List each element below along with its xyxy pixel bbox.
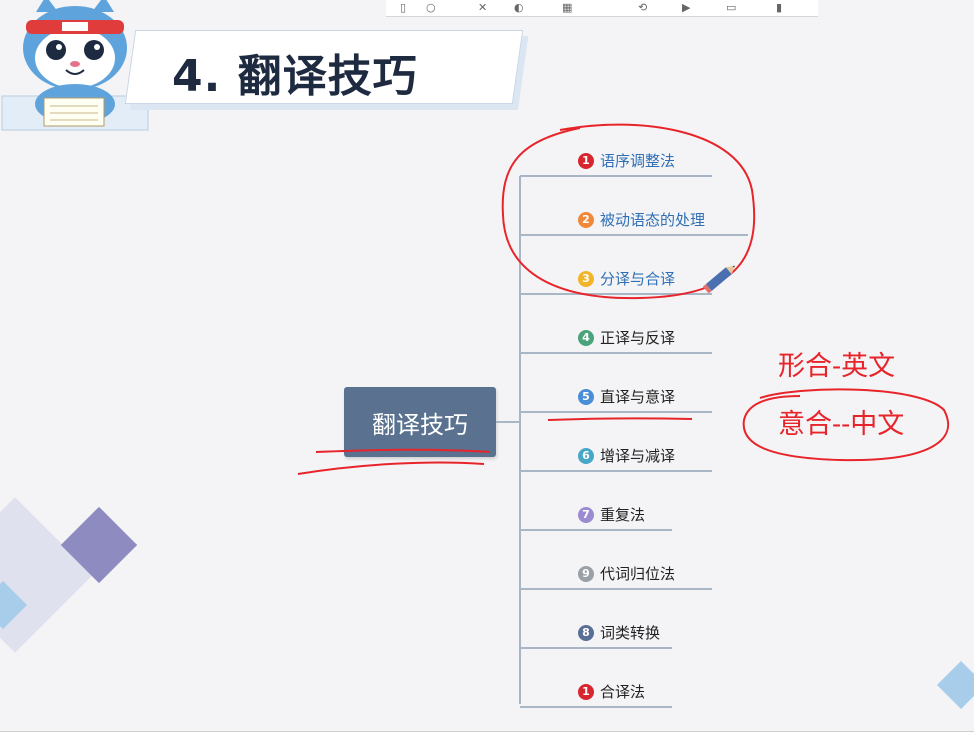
branch-label-group: 2 被动语态的处理 [578,209,705,230]
mindmap-branch[interactable]: 4 正译与反译 [520,324,712,354]
branch-label-group: 6 增译与减译 [578,445,675,466]
mindmap-root[interactable]: 翻译技巧 [344,387,496,457]
number-badge-icon: 7 [578,506,594,523]
branch-label-group: 9 代词归位法 [578,563,675,584]
mindmap-branch[interactable]: 8 词类转换 [520,619,672,649]
toolbar-icon[interactable]: ▯ [400,1,407,14]
branch-label: 直译与意译 [600,388,676,406]
branch-label-group: 1 合译法 [578,681,645,702]
branch-label-group: 8 词类转换 [578,622,660,643]
branch-label-group: 5 直译与意译 [578,386,675,407]
toolbar-icon[interactable]: ▶ [682,1,691,14]
ink-underline-root-2 [297,461,485,475]
branch-underline [520,175,712,177]
branch-underline [520,352,712,354]
mindmap-branch[interactable]: 3 分译与合译 [520,265,712,295]
number-badge-icon: 6 [578,447,594,464]
mindmap-branch[interactable]: 9 代词归位法 [520,560,712,590]
branch-underline [520,411,712,413]
annotation-line-2: 意合--中文 [778,409,905,440]
toolbar-icon[interactable]: ✕ [478,1,488,14]
root-connector [496,421,520,423]
branch-label: 增译与减译 [600,447,676,465]
mindmap-branch[interactable]: 1 语序调整法 [520,147,712,177]
mindmap-branch[interactable]: 7 重复法 [520,501,672,531]
mascot-cat-icon [1,0,149,131]
toolbar-icon[interactable]: ▭ [726,1,737,14]
branch-label: 词类转换 [600,624,661,642]
decor-diamond-left [0,497,93,653]
toolbar-icon[interactable]: ⟲ [638,1,648,14]
number-badge-icon: 8 [578,624,594,641]
mindmap-branch[interactable]: 1 合译法 [520,678,672,708]
branch-label-group: 4 正译与反译 [578,327,675,348]
toolbar-icon[interactable]: ▦ [562,1,573,14]
page-title: 4. 翻译技巧 [172,51,418,102]
number-badge-icon: 3 [578,270,594,287]
branch-underline [520,293,712,295]
number-badge-icon: 1 [578,683,594,700]
mindmap-branch[interactable]: 5 直译与意译 [520,383,712,413]
branch-underline [520,470,712,472]
branch-label: 代词归位法 [600,565,676,583]
mindmap-spine [519,176,521,704]
branch-label-group: 1 语序调整法 [578,150,675,171]
mindmap-branch[interactable]: 2 被动语态的处理 [520,206,748,236]
branch-label: 分译与合译 [600,270,676,288]
number-badge-icon: 9 [578,565,594,582]
number-badge-icon: 5 [578,388,594,405]
toolbar-icon[interactable]: ▮ [776,1,783,14]
branch-label: 合译法 [600,683,646,701]
branch-underline [520,234,748,236]
number-badge-icon: 4 [578,329,594,346]
number-badge-icon: 1 [578,152,594,169]
toolbar-icon[interactable]: ◐ [514,1,524,14]
annotation-line-1: 形合-英文 [778,351,896,382]
branch-label: 重复法 [600,506,646,524]
window-bottom-edge [0,731,974,741]
branch-label: 语序调整法 [600,152,676,170]
number-badge-icon: 2 [578,211,594,228]
branch-label-group: 7 重复法 [578,504,645,525]
toolbar-icon[interactable]: ○ [426,1,436,14]
mindmap-branch[interactable]: 6 增译与减译 [520,442,712,472]
decor-diamond-right [936,660,974,710]
branch-label: 被动语态的处理 [600,211,706,229]
branch-underline [520,588,712,590]
branch-underline [520,706,672,708]
branch-label-group: 3 分译与合译 [578,268,675,289]
branch-underline [520,647,672,649]
branch-underline [520,529,672,531]
ink-underline-branch-5 [547,417,693,421]
branch-label: 正译与反译 [600,329,676,347]
presentation-toolbar: ▯ ○ ✕ ◐ ▦ ⟲ ▶ ▭ ▮ [386,0,818,17]
